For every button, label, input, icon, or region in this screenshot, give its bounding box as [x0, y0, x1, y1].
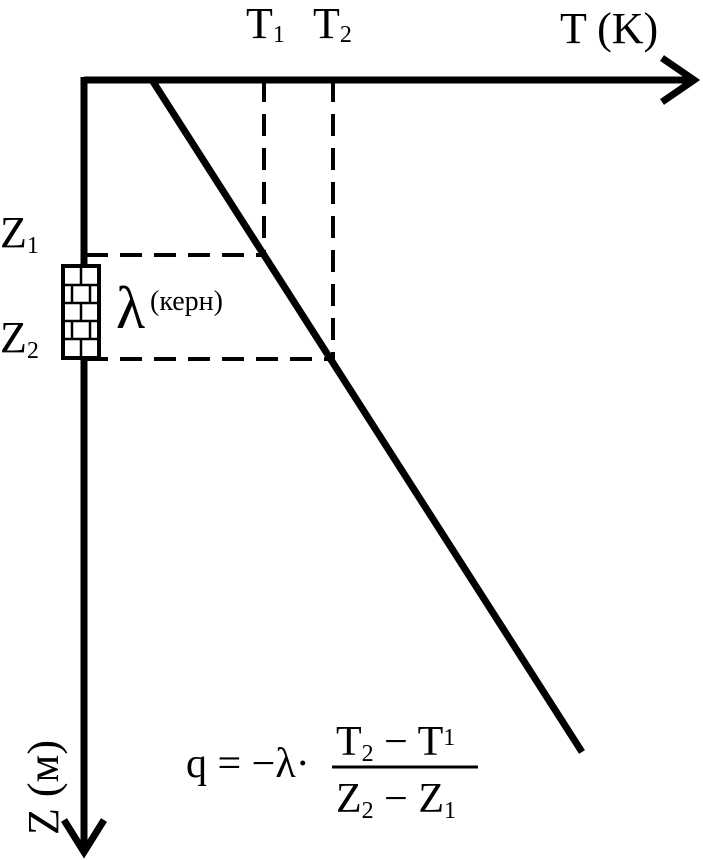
core-note: (керн) — [150, 286, 223, 317]
z1-label: Z1 — [0, 208, 39, 259]
core-sample-brick — [61, 264, 101, 360]
temperature-axis — [84, 55, 701, 105]
t1-label: T1 — [246, 0, 285, 48]
formula-numerator: T2 − T1 — [336, 719, 455, 767]
projection-lines — [86, 80, 335, 361]
formula-lhs: q = −λ· — [186, 741, 310, 787]
t2-label: T2 — [313, 0, 352, 48]
temperature-axis-label: T (K) — [560, 4, 658, 53]
z2-label: Z2 — [0, 313, 39, 364]
lambda-symbol: λ — [116, 275, 145, 341]
heat-flow-formula: q = −λ· T2 − T1 Z2 − Z1 — [186, 719, 478, 824]
depth-axis — [61, 77, 107, 859]
geotherm-line — [149, 78, 585, 754]
depth-axis-label: Z (м) — [19, 740, 68, 835]
formula-denominator: Z2 − Z1 — [336, 776, 456, 824]
